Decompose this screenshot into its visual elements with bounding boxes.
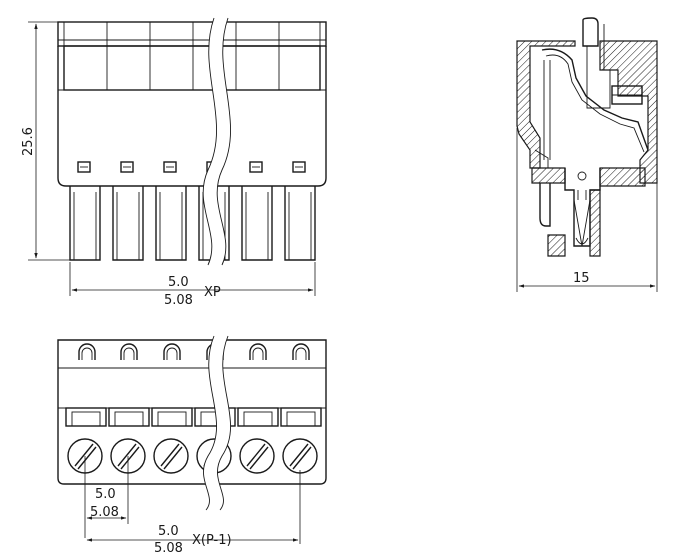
top-arches bbox=[78, 343, 310, 360]
top-body bbox=[57, 339, 327, 485]
front-pitch-label-a: 5.0 bbox=[168, 275, 189, 290]
side-view: 15 bbox=[516, 17, 658, 292]
front-break-line-left bbox=[202, 17, 217, 266]
side-foot-left bbox=[547, 234, 566, 257]
top-span-suffix: X(P-1) bbox=[192, 533, 232, 548]
front-top-strip bbox=[57, 21, 327, 47]
front-pitch-label-b: 5.08 bbox=[164, 293, 193, 308]
side-contact-spring bbox=[541, 48, 649, 151]
front-break-gap bbox=[203, 18, 231, 265]
top-span-label-b: 5.08 bbox=[154, 541, 183, 556]
front-pins bbox=[69, 186, 316, 261]
front-main-body bbox=[57, 46, 327, 187]
top-break-line-left bbox=[203, 335, 217, 511]
top-screws bbox=[67, 438, 318, 474]
top-break-line-right bbox=[217, 335, 231, 511]
side-left-wall bbox=[516, 40, 576, 169]
front-windows bbox=[77, 161, 306, 173]
top-pitch-label-a: 5.0 bbox=[95, 487, 116, 502]
front-view: 25.6 5.0 5.08 XP bbox=[21, 17, 327, 308]
top-slots bbox=[65, 407, 322, 427]
height-dimension-label: 25.6 bbox=[21, 127, 36, 156]
top-pitch-label-b: 5.08 bbox=[90, 505, 119, 520]
front-upper-body bbox=[63, 45, 321, 91]
front-span-suffix: XP bbox=[204, 285, 221, 300]
side-screw-head bbox=[582, 17, 599, 47]
side-bottom-left bbox=[531, 167, 566, 184]
side-latch bbox=[539, 183, 551, 227]
side-bottom-right bbox=[599, 167, 646, 187]
depth-dimension-label: 15 bbox=[573, 271, 590, 286]
top-view: 5.0 5.08 5.0 5.08 X(P-1) bbox=[57, 335, 327, 556]
side-foot-right bbox=[589, 189, 601, 257]
front-break-line-right bbox=[216, 17, 231, 266]
top-span-label-a: 5.0 bbox=[158, 524, 179, 539]
